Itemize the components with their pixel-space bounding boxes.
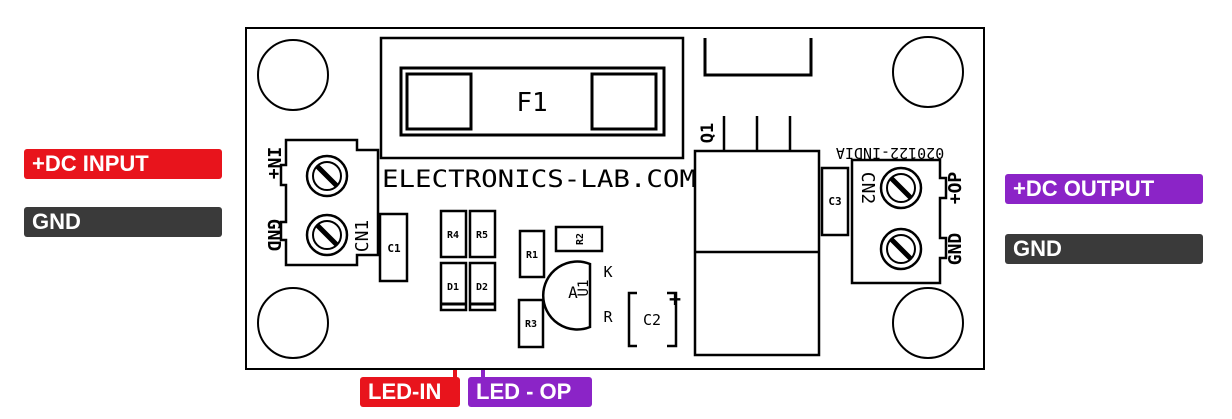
cn1-screw-top-slot — [315, 164, 339, 188]
gnd-out-label: GND — [945, 233, 966, 266]
cn1-screw-bottom-inner — [312, 220, 342, 250]
led-op-label: LED - OP — [468, 377, 592, 407]
cn2-screw-top-slot — [889, 176, 913, 200]
cn1-terminal-block — [279, 138, 380, 267]
mounting-hole-bottom-left — [257, 287, 329, 359]
cn1-screw-bottom-slot — [315, 223, 339, 247]
u1-k-label: K — [603, 263, 612, 281]
c2-plus-label: + — [669, 287, 681, 311]
cn1-screw-bottom — [305, 213, 349, 257]
op-plus-label: +OP — [945, 172, 966, 205]
mounting-hole-top-right — [892, 36, 964, 108]
c3-outline — [820, 166, 850, 237]
fuse-label: F1 — [516, 88, 547, 118]
c1-outline — [378, 212, 409, 283]
dc-output-label: +DC OUTPUT — [1005, 174, 1203, 204]
r4-label: R4 — [447, 230, 459, 241]
r3-label: R3 — [525, 319, 537, 330]
r3-outline — [517, 298, 545, 349]
fuse-cap-right — [590, 72, 658, 131]
pcb-board — [245, 27, 985, 370]
cn2-screw-bottom — [879, 227, 923, 271]
c2-outline — [627, 291, 678, 348]
brand-text: ELECTRONICS-LAB.COM — [382, 165, 696, 193]
gnd-output-label: GND — [1005, 234, 1203, 264]
dc-input-label: +DC INPUT — [24, 149, 222, 179]
fuse-body — [399, 66, 666, 137]
cn2-screw-top — [879, 166, 923, 210]
r1-label: R1 — [526, 250, 538, 261]
r2-label: R2 — [575, 233, 586, 245]
r5-label: R5 — [476, 230, 488, 241]
cn1-label: CN1 — [352, 220, 373, 253]
u1-outline — [541, 260, 592, 331]
d1-label: D1 — [447, 282, 459, 293]
q1-label: Q1 — [698, 123, 718, 143]
q1-heatsink-outline — [703, 38, 813, 77]
c3-label: C3 — [828, 195, 841, 208]
u1-label: U1 — [576, 280, 592, 297]
c2-label: C2 — [643, 311, 661, 329]
gnd-in-label: GND — [263, 219, 284, 252]
c1-label: C1 — [387, 242, 401, 255]
board-code-text: 020122-INDIA — [836, 144, 944, 162]
u1-a-label: A — [568, 283, 578, 302]
fuse-holder-outline — [379, 36, 685, 160]
d2-outline — [468, 261, 497, 312]
r5-outline — [468, 209, 497, 259]
cn2-screw-top-inner — [886, 173, 916, 203]
r2-outline — [554, 225, 604, 253]
d2-label: D2 — [476, 282, 488, 293]
mounting-hole-bottom-right — [892, 287, 964, 359]
fuse-cap-left — [405, 72, 473, 131]
d1-outline — [439, 261, 468, 312]
gnd-input-label: GND — [24, 207, 222, 237]
mounting-hole-top-left — [257, 39, 329, 111]
led-in-label: LED-IN — [360, 377, 460, 407]
cn2-screw-bottom-inner — [886, 234, 916, 264]
r4-outline — [439, 209, 468, 259]
cn1-screw-top — [305, 154, 349, 198]
cn2-screw-bottom-slot — [889, 237, 913, 261]
cn2-label: CN2 — [857, 172, 878, 205]
u1-r-label: R — [603, 308, 613, 326]
in-plus-label: IN+ — [263, 147, 284, 180]
cn2-terminal-block — [850, 158, 948, 285]
cn1-screw-top-inner — [312, 161, 342, 191]
r1-outline — [518, 229, 546, 279]
